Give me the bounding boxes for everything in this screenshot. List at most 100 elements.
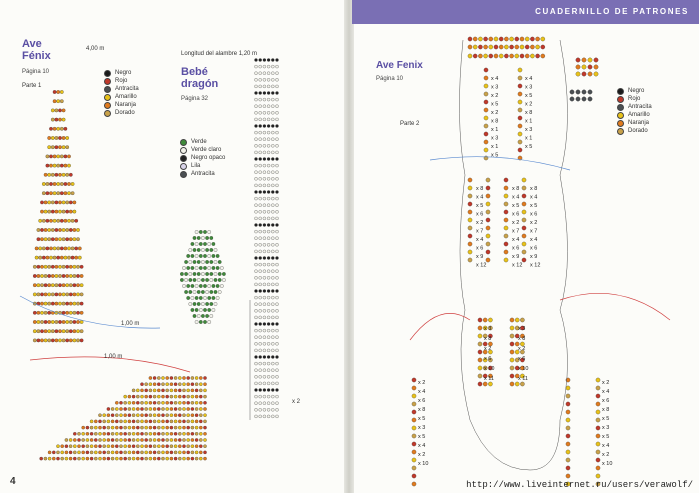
wing-bead [190,419,195,424]
dragon-wing-bead [186,254,191,258]
phoenix-bead [50,228,55,232]
wing-bead [131,456,136,461]
body-bead [467,217,473,223]
dragon-bead [271,97,275,102]
phoenix-bead [63,182,68,186]
top-bead [519,53,525,59]
wing-bead [110,407,115,411]
legend-item: Dorado [104,109,139,117]
wing-bead [203,394,207,399]
side-bead [595,465,601,471]
phoenix-bead [52,154,57,159]
body-bead [467,233,473,239]
wing-bead [144,401,148,405]
dragon-bead [254,414,258,419]
dragon-bead [258,335,262,339]
wing-bead [131,413,136,417]
dragon-wing-bead [207,320,212,324]
wing-bead [186,419,190,424]
phoenix-bead [43,301,48,306]
wing-bead [152,401,157,405]
wing-bead [173,438,178,442]
dragon-bead [266,243,271,247]
wing-bead [119,444,123,448]
wing-bead [136,413,140,417]
body-bead [488,349,493,355]
wing-bead [157,456,161,461]
dragon-bead [266,309,271,313]
wing-bead [127,444,132,448]
count-label: x 10 [602,461,612,467]
phoenix-bead [50,200,55,205]
dragon-wing-bead [205,302,209,306]
dragon-wing-bead [194,320,199,324]
dragon-bead [254,183,258,188]
count-label: x 9 [512,254,519,260]
top-bead [509,44,514,50]
phoenix-bead [43,172,48,177]
wing-bead [64,456,69,461]
wing-bead [203,438,207,442]
phoenix-bead [36,264,41,269]
side-bead [411,417,417,423]
wing-bead [131,450,136,455]
dragon-wing-bead [215,266,220,270]
phoenix-bead [36,310,41,315]
dragon-bead [271,117,275,122]
dragon-bead [271,91,275,95]
phoenix-bead [32,310,37,315]
body-bead [521,209,527,215]
dragon-wing-bead [188,302,193,306]
legend-item: Naranja [104,101,139,109]
phoenix-bead [72,283,77,288]
wing-bead [106,450,111,455]
dragon-bead [275,249,279,254]
body-bead [477,357,483,363]
count-label: x 9 [530,254,537,260]
wing-bead [115,413,119,417]
body-bead [509,373,515,379]
dragon-wing-bead [194,242,199,246]
phoenix-bead [65,320,70,324]
side-bead [411,481,417,487]
top-bead [488,44,494,50]
phoenix-bead [43,264,48,269]
color-swatch [180,138,187,146]
wing-bead [165,450,169,455]
wing-bead [73,456,77,461]
dragon-bead [262,91,267,95]
wing-bead [144,407,148,411]
wing-bead [131,394,136,399]
side-bead [595,441,601,447]
side-bead [565,409,571,415]
dragon-bead [275,203,279,207]
phoenix-bead [40,320,44,324]
wing-bead [152,419,157,424]
dragon-bead [266,64,271,69]
wing-bead [194,419,199,424]
phoenix-bead [61,145,66,150]
phoenix-bead [45,246,50,251]
dragon-bead [271,236,275,240]
phoenix-bead [58,209,62,214]
dragon-bead [262,342,267,346]
dragon-bead [262,117,267,122]
phoenix-bead [68,301,73,306]
wing-bead [140,450,144,455]
dragon-bead [271,210,275,214]
count-label: x 1 [491,127,498,133]
wing-bead [77,456,81,461]
count-label: x 8 [518,336,525,342]
wing-bead [85,450,90,455]
phoenix-bead [72,264,77,269]
dragon-bead [258,315,262,320]
wing-bead [110,456,115,461]
count-label: x 5 [512,203,519,209]
wing-bead [199,425,203,430]
wing-bead [190,388,195,393]
dragon-bead [258,84,262,89]
dragon-wing-bead [194,230,199,234]
phoenix-bead [58,108,62,113]
dragon-bead [275,381,279,386]
wing-bead [199,450,203,455]
